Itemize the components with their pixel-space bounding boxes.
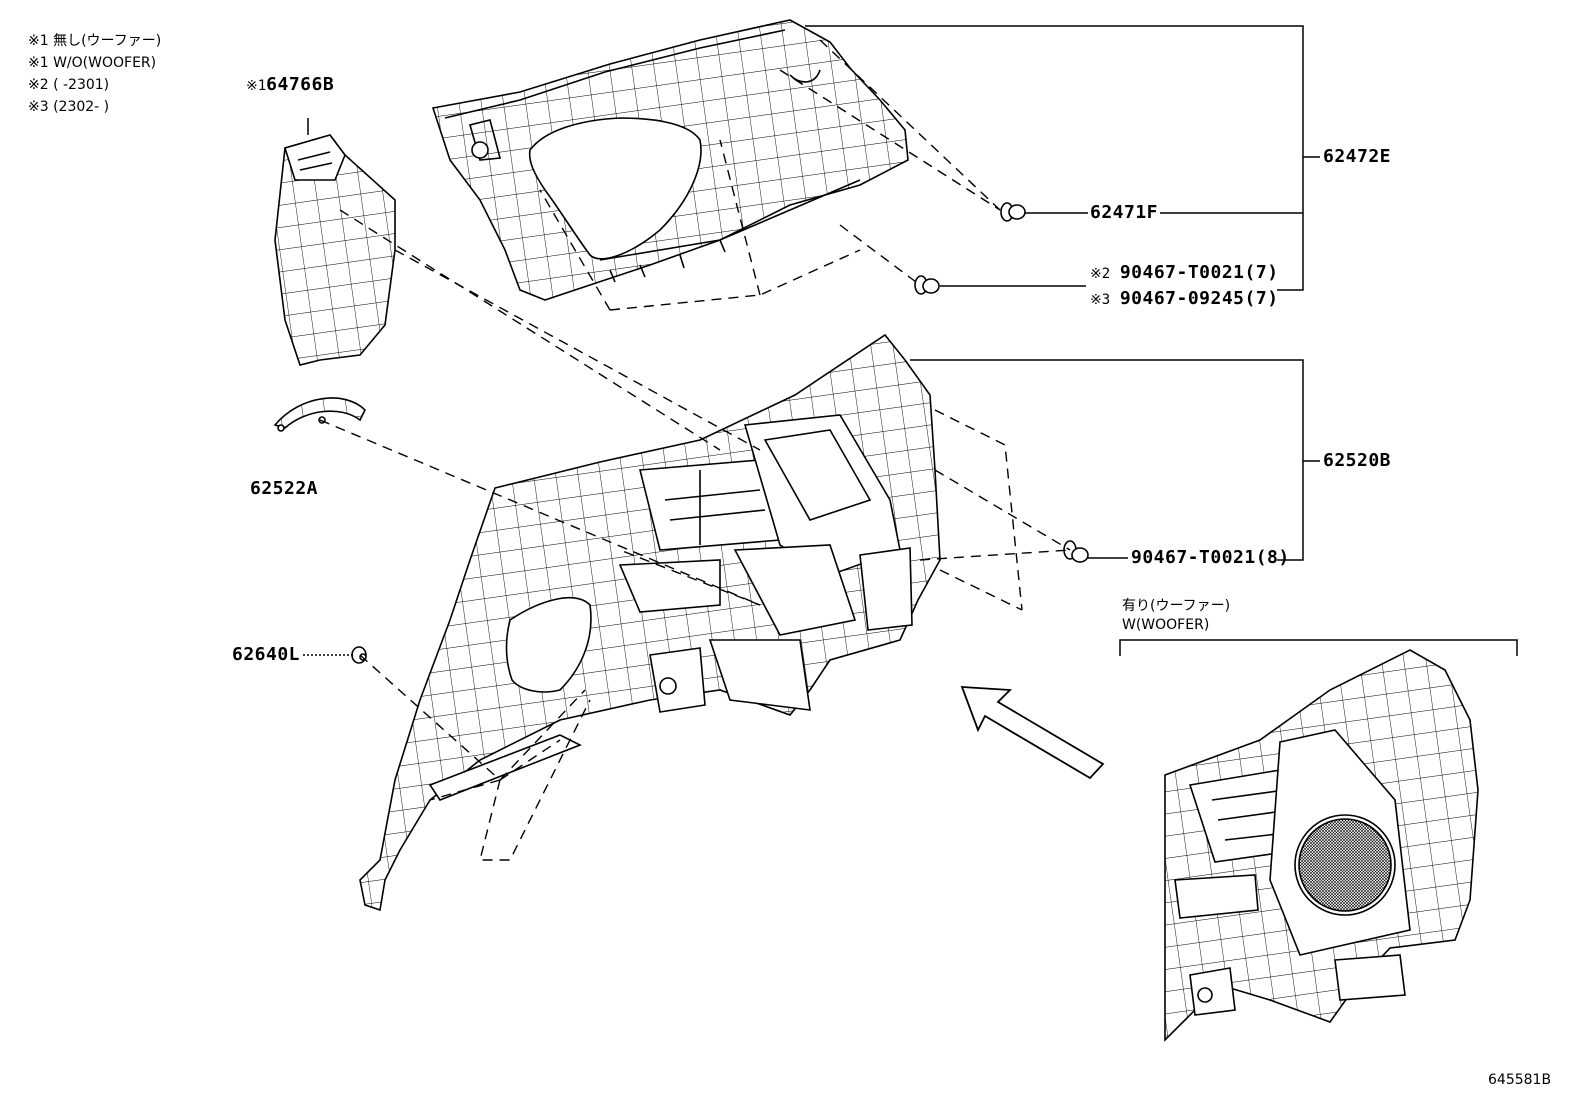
- assembly-lines: [319, 39, 1071, 861]
- part-number: 64766B: [266, 74, 335, 95]
- label-62472E: 62472E: [1323, 146, 1392, 167]
- woofer-label-ja: 有り(ウーファー): [1122, 598, 1231, 614]
- woofer-label-en: W(WOOFER): [1122, 617, 1210, 633]
- woofer-panel: [1164, 649, 1479, 1042]
- part-number: 90467-T0021(7): [1119, 262, 1279, 283]
- clip-62471F: [1000, 202, 1026, 222]
- mark: ※1: [246, 78, 267, 94]
- mark: ※3: [1090, 292, 1111, 308]
- diagram-id: 645581B: [1488, 1072, 1552, 1088]
- upper-trim-panel: [431, 19, 909, 301]
- note-1-ja: ※1 無し(ウーファー): [28, 33, 162, 49]
- clip-90467-upper: [914, 275, 940, 295]
- label-64766B: ※164766B: [246, 74, 335, 95]
- label-90467-T0021-8: 90467-T0021(8): [1131, 547, 1290, 568]
- mark: ※2: [1090, 266, 1111, 282]
- leader-lines: [303, 25, 1320, 656]
- view-arrow: [960, 686, 1105, 780]
- footnotes: ※1 無し(ウーファー) ※1 W/O(WOOFER) ※2 ( -2301) …: [28, 30, 161, 118]
- cover-64766B: [274, 134, 396, 366]
- lower-trim-panel: [359, 333, 941, 912]
- label-62520B: 62520B: [1323, 450, 1392, 471]
- clip-62640L: [351, 646, 367, 664]
- clip-90467-lower: [1063, 540, 1089, 563]
- part-number: 90467-09245(7): [1119, 288, 1279, 309]
- note-2: ※2 ( -2301): [28, 77, 110, 93]
- garnish-62522A: [273, 397, 366, 432]
- woofer-bracket: [1119, 639, 1518, 656]
- label-62640L: 62640L: [232, 644, 301, 665]
- label-62471F: 62471F: [1090, 202, 1159, 223]
- label-90467-T0021-7: ※2 90467-T0021(7): [1090, 262, 1279, 283]
- note-3: ※3 (2302- ): [28, 99, 110, 115]
- label-62522A: 62522A: [250, 478, 319, 499]
- label-90467-09245-7: ※3 90467-09245(7): [1090, 288, 1279, 309]
- note-1-en: ※1 W/O(WOOFER): [28, 55, 157, 71]
